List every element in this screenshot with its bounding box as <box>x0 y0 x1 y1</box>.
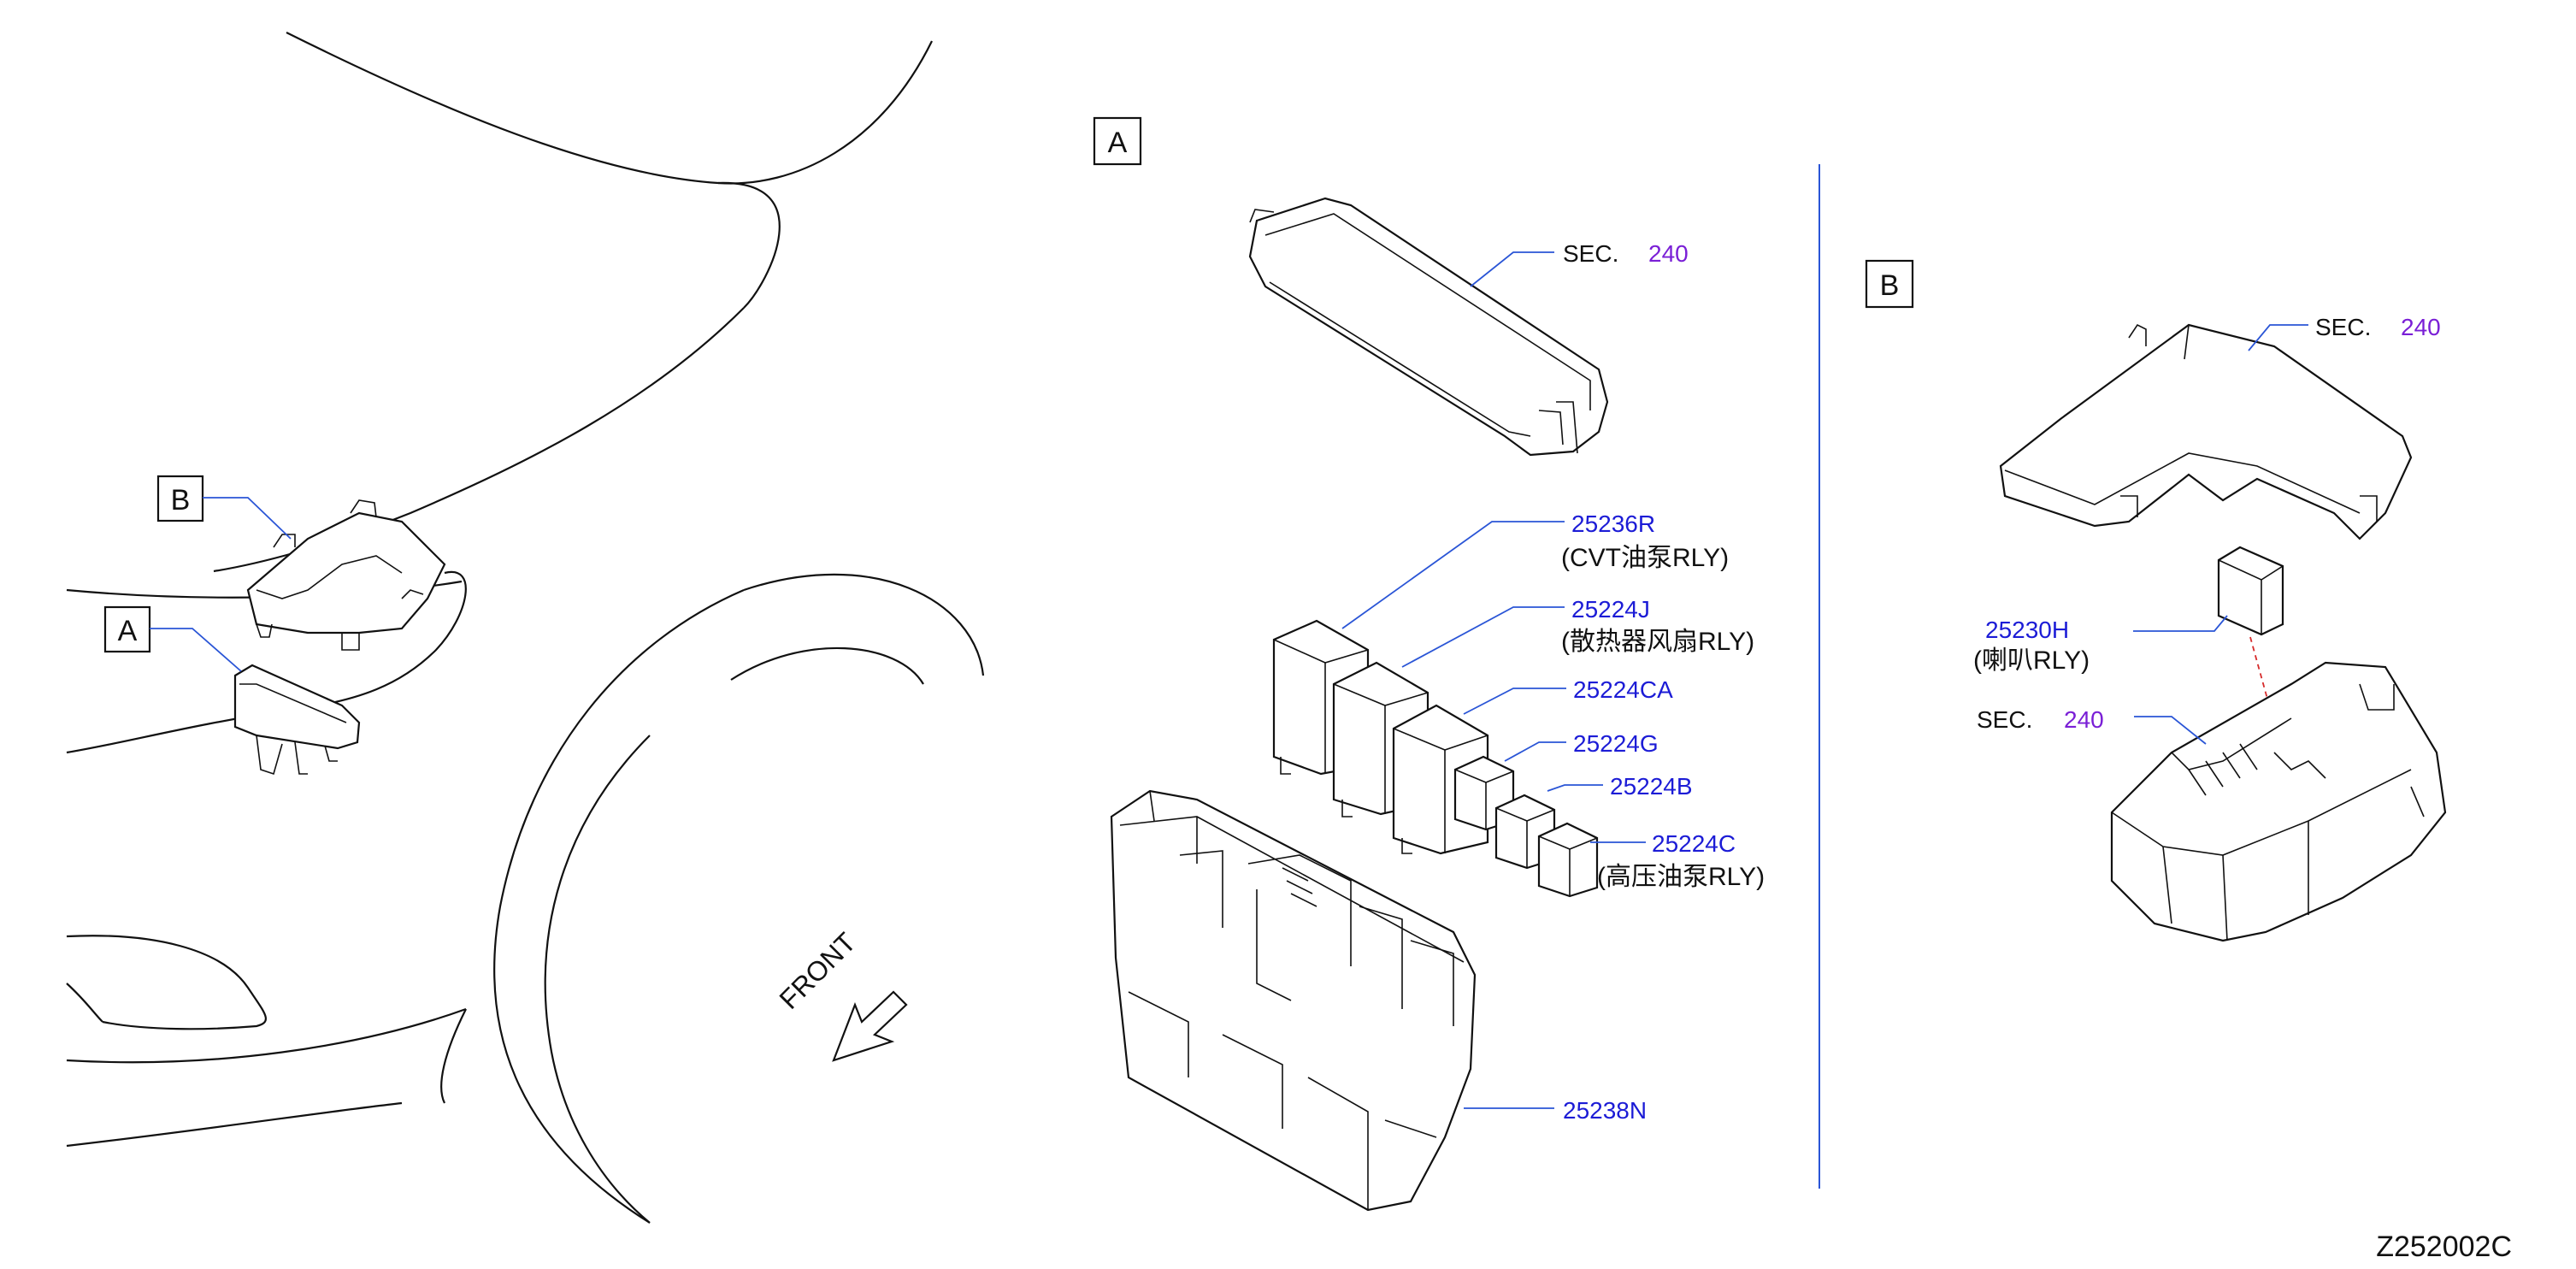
fuse-box-body-a <box>1110 789 1477 1212</box>
front-indicator: FRONT <box>773 927 908 1062</box>
cover-b-sec-number: 240 <box>2401 314 2441 340</box>
part-note-25236R: (CVT油泵RLY) <box>1561 544 1729 572</box>
part-note-25224C: (高压油泵RLY) <box>1597 863 1765 891</box>
relay-25224C <box>1537 822 1599 898</box>
section-a-label: A <box>1108 127 1128 159</box>
part-number-25224J: 25224J <box>1571 596 1650 623</box>
box-b-sec-prefix: SEC. <box>1977 706 2032 733</box>
diagram-id: Z252002C <box>2376 1231 2512 1263</box>
box-b-sec-number: 240 <box>2064 706 2104 733</box>
section-b-label: B <box>1880 269 1900 302</box>
part-number-25224B: 25224B <box>1610 773 1693 800</box>
part-number-25238N: 25238N <box>1563 1097 1647 1124</box>
cover-b-sec-prefix: SEC. <box>2315 314 2371 340</box>
section-b: B SEC. 240 <box>1865 259 2447 942</box>
vehicle-fuse-box-b <box>246 499 446 651</box>
fuse-box-cover-a <box>1248 197 1609 457</box>
callout-b-vehicle: B <box>156 475 292 540</box>
part-note-25230H: (喇叭RLY) <box>1973 646 2090 675</box>
front-label: FRONT <box>773 927 861 1015</box>
cover-a-sec-number: 240 <box>1648 240 1689 267</box>
part-note-25224J: (散热器风扇RLY) <box>1561 628 1754 656</box>
vehicle-fuse-box-a <box>233 664 361 776</box>
callout-a-vehicle: A <box>103 605 242 672</box>
section-a: A SEC. 240 <box>1093 116 1765 1212</box>
part-number-25224CA: 25224CA <box>1573 676 1673 703</box>
callout-a-label: A <box>118 615 138 647</box>
part-number-25224G: 25224G <box>1573 730 1659 757</box>
part-number-25236R: 25236R <box>1571 511 1655 537</box>
section-a-box <box>1093 116 1142 166</box>
part-number-25230H: 25230H <box>1985 617 2069 643</box>
cover-a-sec-prefix: SEC. <box>1563 240 1618 267</box>
fuse-box-cover-b <box>1999 323 2413 540</box>
vehicle-outline <box>66 32 985 1224</box>
part-number-25224C: 25224C <box>1652 830 1736 857</box>
section-b-box <box>1865 259 1914 309</box>
callout-b-label: B <box>171 484 191 516</box>
fuse-box-body-b <box>2110 661 2447 942</box>
